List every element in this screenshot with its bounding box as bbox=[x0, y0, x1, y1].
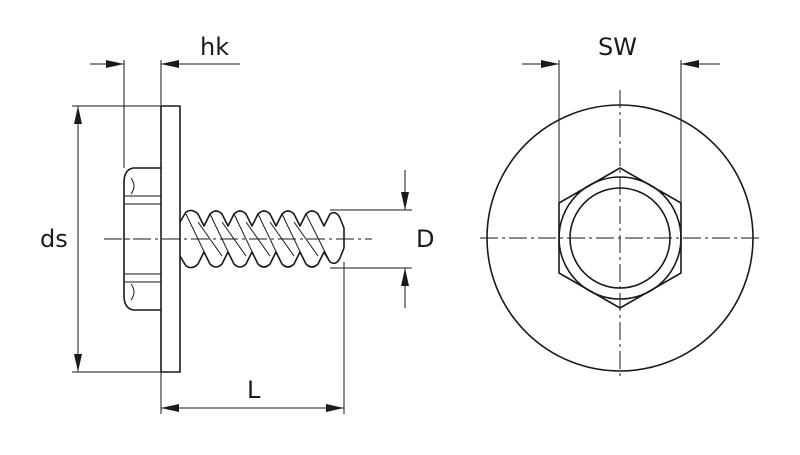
label-l: L bbox=[247, 376, 261, 404]
side-view: hk ds D L bbox=[40, 33, 434, 414]
dimension-l: L bbox=[160, 262, 345, 414]
dimension-ds: ds bbox=[40, 105, 161, 373]
label-hk: hk bbox=[200, 33, 229, 61]
label-sw: SW bbox=[598, 33, 637, 61]
label-ds: ds bbox=[40, 225, 68, 253]
top-view: SW bbox=[480, 33, 762, 378]
hex-head-profile bbox=[123, 167, 161, 311]
dimension-d: D bbox=[330, 170, 434, 308]
dimension-sw: SW bbox=[522, 33, 720, 203]
label-d: D bbox=[416, 225, 434, 253]
dimension-hk: hk bbox=[90, 33, 240, 168]
